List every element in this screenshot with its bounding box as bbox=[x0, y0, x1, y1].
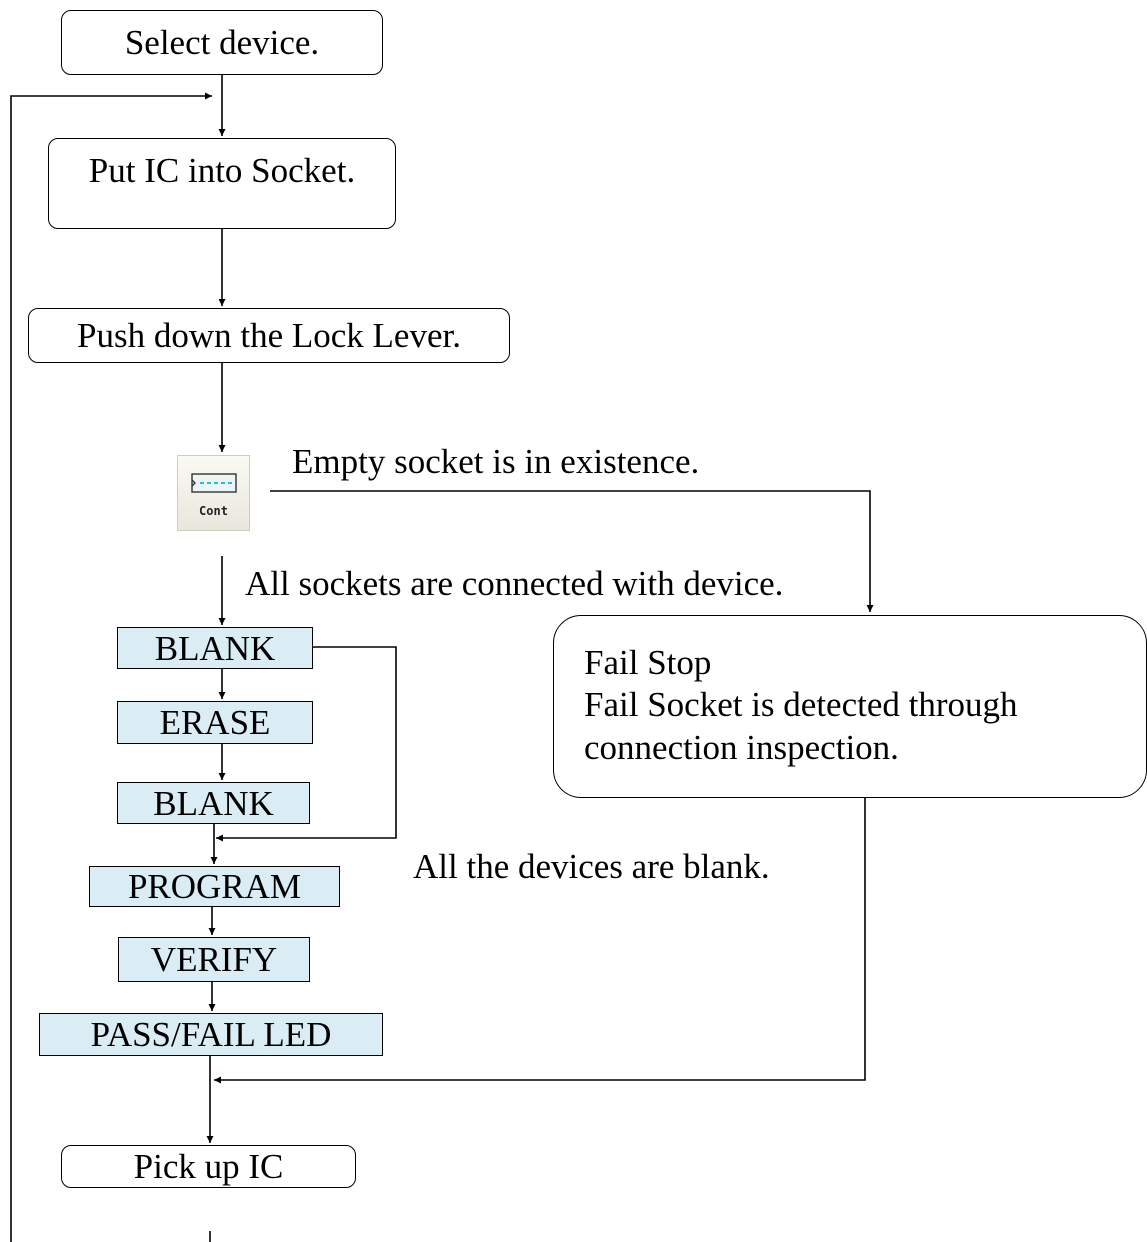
socket-continuity-icon: Cont bbox=[177, 455, 250, 531]
blank-2-label: BLANK bbox=[153, 783, 274, 823]
pass-fail-led-label: PASS/FAIL LED bbox=[90, 1015, 332, 1054]
blank-step-1: BLANK bbox=[117, 627, 313, 669]
arrow-failstop-to-merge bbox=[214, 798, 866, 1084]
blank-step-2: BLANK bbox=[117, 782, 310, 824]
fail-stop-title: Fail Stop bbox=[584, 643, 712, 682]
fail-stop-line2: connection inspection. bbox=[584, 727, 899, 767]
push-lever-label: Push down the Lock Lever. bbox=[77, 316, 461, 355]
put-ic-label: Put IC into Socket. bbox=[88, 151, 356, 190]
select-device-label: Select device. bbox=[124, 23, 320, 62]
pick-up-ic-box: Pick up IC bbox=[61, 1145, 356, 1188]
erase-label: ERASE bbox=[159, 703, 271, 742]
fail-stop-box: Fail Stop Fail Socket is detected throug… bbox=[553, 615, 1147, 798]
arrow-blank-bypass bbox=[216, 646, 397, 842]
verify-step: VERIFY bbox=[118, 937, 310, 982]
blank-1-label: BLANK bbox=[154, 628, 276, 668]
loop-back-arrow bbox=[10, 92, 212, 1242]
verify-label: VERIFY bbox=[150, 940, 278, 979]
program-step: PROGRAM bbox=[89, 866, 340, 907]
cont-icon-label: Cont bbox=[199, 504, 228, 518]
program-label: PROGRAM bbox=[127, 867, 302, 906]
all-blank-label: All the devices are blank. bbox=[413, 847, 770, 886]
pass-fail-led-step: PASS/FAIL LED bbox=[39, 1013, 383, 1056]
empty-socket-label: Empty socket is in existence. bbox=[292, 442, 700, 481]
all-connected-label: All sockets are connected with device. bbox=[245, 564, 784, 603]
erase-step: ERASE bbox=[117, 701, 313, 744]
pick-up-ic-label: Pick up IC bbox=[133, 1147, 284, 1186]
select-device-box: Select device. bbox=[61, 10, 383, 75]
fail-stop-line1: Fail Socket is detected through bbox=[584, 685, 1018, 725]
arrow-cont-to-failstop bbox=[270, 490, 874, 612]
socket-continuity-glyph bbox=[191, 473, 237, 493]
put-ic-box: Put IC into Socket. bbox=[48, 138, 396, 229]
push-lever-box: Push down the Lock Lever. bbox=[28, 308, 510, 363]
